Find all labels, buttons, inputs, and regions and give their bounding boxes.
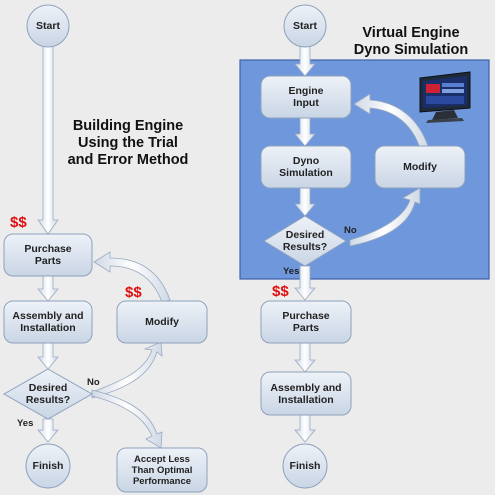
right-decision-node — [263, 215, 347, 267]
arrow-right-purchase-to-assembly — [294, 342, 316, 373]
right-start-node — [283, 4, 327, 48]
arrow-left-decision-to-finish — [37, 418, 59, 443]
left-cost-marker-purchase: $$ — [10, 214, 27, 231]
left-flow-arrows — [37, 45, 171, 449]
left-flow-title: Building Engine Using the Trial and Erro… — [67, 118, 189, 168]
arrow-right-decision-to-purchase — [294, 265, 316, 301]
arrow-left-decision-to-modify — [91, 341, 163, 399]
right-dyno-node — [260, 145, 352, 189]
arrow-right-start-to-input — [294, 45, 316, 77]
right-no-label: No — [344, 225, 357, 236]
left-cost-marker-modify: $$ — [125, 284, 142, 301]
left-purchase-node — [3, 233, 93, 277]
arrow-right-input-to-dyno — [294, 117, 316, 147]
left-decision-node — [2, 368, 94, 420]
arrow-right-dyno-to-decision — [294, 187, 316, 217]
arrow-left-purchase-to-assembly — [37, 275, 59, 302]
left-no-label: No — [87, 377, 100, 388]
right-flow-title: Virtual Engine Dyno Simulation — [353, 25, 469, 58]
arrow-right-assembly-to-finish — [294, 414, 316, 443]
right-cost-marker-purchase: $$ — [272, 283, 289, 300]
left-yes-label: Yes — [17, 418, 34, 429]
left-assembly-node — [3, 300, 93, 344]
right-yes-label: Yes — [283, 266, 300, 277]
arrow-left-modify-to-purchase — [93, 251, 171, 303]
left-finish-node — [25, 443, 71, 489]
arrow-left-decision-to-accept — [91, 389, 163, 449]
left-flow-nodes — [2, 4, 208, 493]
arrow-right-decision-to-modify — [349, 187, 421, 247]
computer-monitor-icon — [419, 71, 471, 123]
left-start-node — [26, 4, 70, 48]
left-accept-node — [116, 447, 208, 493]
right-assembly-node — [260, 371, 352, 416]
right-purchase-node — [260, 300, 352, 344]
left-modify-node — [116, 300, 208, 344]
arrow-right-modify-to-input — [353, 93, 429, 149]
right-flow-nodes — [260, 4, 466, 489]
arrow-left-assembly-to-decision — [37, 342, 59, 370]
right-modify-node — [374, 145, 466, 189]
right-input-node — [260, 75, 352, 119]
right-finish-node — [282, 443, 328, 489]
right-flow-arrows — [294, 45, 429, 443]
arrow-left-start-to-purchase — [37, 45, 59, 235]
